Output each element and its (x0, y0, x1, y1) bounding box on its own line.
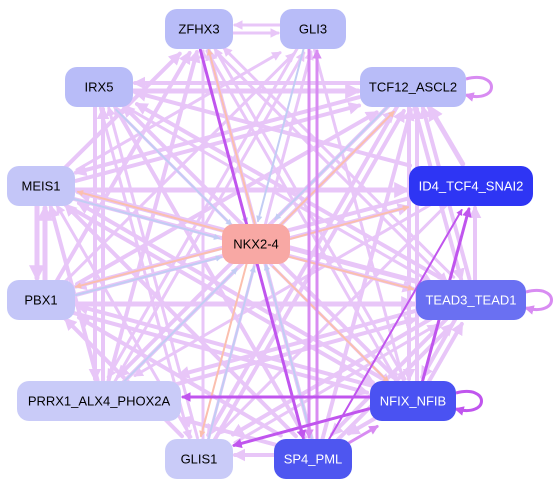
edge-sp4-pml-to-prrx1-alx4-phox2a (178, 415, 277, 447)
self-loop-nfix-nfib (454, 390, 483, 416)
node-nkx2-4[interactable]: NKX2-4 (222, 224, 290, 264)
edge-glis1-to-nkx2-4 (207, 265, 256, 441)
node-glis1[interactable]: GLIS1 (165, 439, 233, 479)
node-tcf12-ascl2[interactable]: TCF12_ASCL2 (360, 67, 466, 107)
node-box-sp4-pml (274, 439, 352, 479)
node-label-nfix-nfib: NFIX_NFIB (380, 393, 446, 408)
node-box-pbx1 (7, 280, 75, 320)
edge-pbx1-to-tcf12-ascl2 (75, 110, 379, 286)
edge-meis1-to-tcf12-ascl2 (74, 101, 362, 183)
node-sp4-pml[interactable]: SP4_PML (274, 439, 352, 479)
self-loops-layer (454, 76, 553, 416)
node-box-irx5 (65, 67, 133, 107)
node-label-glis1: GLIS1 (181, 451, 218, 466)
edge-meis1-to-zfhx3 (61, 51, 182, 171)
edge-irx5-to-tead3-tead1 (129, 108, 433, 283)
edge-sp4-pml-to-nfix-nfib (348, 425, 379, 444)
edge-id4-tcf4-snai2-to-prrx1-alx4-phox2a (133, 201, 436, 377)
edge-tead3-tead1-to-prrx1-alx4-phox2a (176, 309, 417, 379)
edge-nkx2-4-to-pbx1 (74, 248, 222, 289)
node-label-gli3: GLI3 (299, 21, 327, 36)
self-loop-tead3-tead1 (524, 289, 553, 315)
node-gli3[interactable]: GLI3 (280, 9, 346, 49)
edge-pbx1-to-nkx2-4 (75, 255, 223, 296)
node-label-irx5: IRX5 (85, 79, 114, 94)
node-box-prrx1-alx4-phox2a (17, 381, 181, 421)
edge-tcf12-ascl2-to-nkx2-4 (274, 103, 392, 221)
node-box-tead3-tead1 (416, 280, 526, 320)
edge-nkx2-4-to-zfhx3 (206, 48, 256, 224)
node-label-prrx1-alx4-phox2a: PRRX1_ALX4_PHOX2A (28, 393, 171, 408)
node-box-nfix-nfib (370, 381, 456, 421)
edge-nkx2-4-to-meis1 (76, 190, 224, 232)
edge-nfix-nfib-to-meis1 (76, 201, 383, 380)
edge-meis1-to-nfix-nfib (71, 207, 376, 385)
node-nfix-nfib[interactable]: NFIX_NFIB (370, 381, 456, 421)
edge-prrx1-alx4-phox2a-to-tead3-tead1 (171, 315, 418, 387)
node-prrx1-alx4-phox2a[interactable]: PRRX1_ALX4_PHOX2A (17, 381, 181, 421)
edge-prrx1-alx4-phox2a-to-nkx2-4 (120, 267, 238, 385)
edge-meis1-to-nkx2-4 (73, 198, 221, 240)
node-pbx1[interactable]: PBX1 (7, 280, 75, 320)
edge-tcf12-ascl2-to-meis1 (73, 95, 361, 177)
self-loop-tcf12-ascl2 (464, 76, 493, 102)
node-label-tead3-tead1: TEAD3_TEAD1 (425, 292, 516, 307)
edge-nkx2-4-to-tcf12-ascl2 (277, 110, 395, 228)
node-label-zfhx3: ZFHX3 (178, 21, 219, 36)
edges-layer (28, 20, 482, 462)
edge-nkx2-4-to-nfix-nfib (272, 265, 390, 383)
node-zfhx3[interactable]: ZFHX3 (165, 9, 233, 49)
edge-nfix-nfib-to-tead3-tead1 (426, 321, 464, 385)
edge-gli3-to-nkx2-4 (256, 47, 305, 223)
edge-irx5-to-nkx2-4 (115, 108, 233, 226)
node-meis1[interactable]: MEIS1 (7, 166, 75, 206)
edge-nfix-nfib-to-sp4-pml (346, 415, 379, 436)
node-box-nkx2-4 (222, 224, 290, 264)
node-label-sp4-pml: SP4_PML (284, 451, 343, 466)
edge-glis1-to-tead3-tead1 (233, 324, 438, 445)
node-box-zfhx3 (165, 9, 233, 49)
node-label-id4-tcf4-snai2: ID4_TCF4_SNAI2 (419, 178, 524, 193)
node-tead3-tead1[interactable]: TEAD3_TEAD1 (416, 280, 526, 320)
node-label-tcf12-ascl2: TCF12_ASCL2 (369, 79, 457, 94)
node-label-nkx2-4: NKX2-4 (233, 236, 279, 251)
edge-sp4-pml-to-nkx2-4 (263, 263, 313, 439)
edge-tcf12-ascl2-to-glis1 (206, 103, 400, 438)
edge-id4-tcf4-snai2-to-irx5 (133, 89, 412, 168)
edge-nfix-nfib-to-glis1 (232, 407, 371, 449)
node-box-tcf12-ascl2 (360, 67, 466, 107)
node-label-meis1: MEIS1 (21, 178, 60, 193)
node-box-gli3 (280, 9, 346, 49)
node-box-meis1 (7, 166, 75, 206)
node-label-pbx1: PBX1 (24, 292, 57, 307)
node-id4-tcf4-snai2[interactable]: ID4_TCF4_SNAI2 (409, 166, 533, 206)
node-irx5[interactable]: IRX5 (65, 67, 133, 107)
edge-tead3-tead1-to-irx5 (134, 102, 441, 279)
edge-sp4-pml-to-id4-tcf4-snai2 (327, 208, 463, 442)
edge-sp4-pml-to-irx5 (113, 104, 307, 439)
node-box-id4-tcf4-snai2 (409, 166, 533, 206)
edge-nkx2-4-to-glis1 (199, 262, 248, 438)
node-box-glis1 (165, 439, 233, 479)
edge-id4-tcf4-snai2-to-tcf12-ascl2 (426, 104, 466, 167)
